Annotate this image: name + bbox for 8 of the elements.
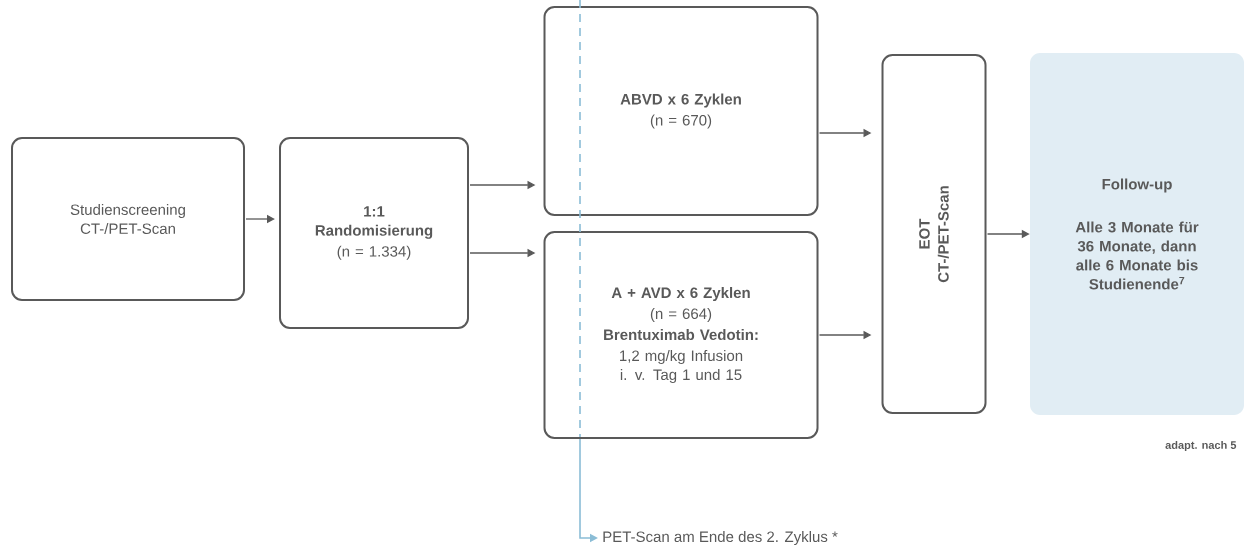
annotation-text: PET-Scan am Ende des 2. Zyklus * (603, 531, 838, 545)
process-box: Studienscreening CT-/PET-Scan (11, 137, 245, 301)
follow-up-panel: Follow-up Alle 3 Monate für 36 Monate, dann alle 6 Monate bis Studienende$^{7}$ (1030, 53, 1244, 415)
process-box: ABVD x 6 Zyklen (n = 670) (543, 6, 819, 216)
source-note: adapt. nach 5 (1165, 440, 1237, 452)
process-box: A + AVD x 6 Zyklen (n = 664) Brentuximab Vedotin: 1,2 mg/kg Infusion i. v. Tag 1 und 15 (543, 231, 819, 439)
process-box: 1:1 Randomisierung (n = 1.334) (279, 137, 469, 329)
process-box: EOT CT-/PET-Scan (881, 54, 987, 414)
